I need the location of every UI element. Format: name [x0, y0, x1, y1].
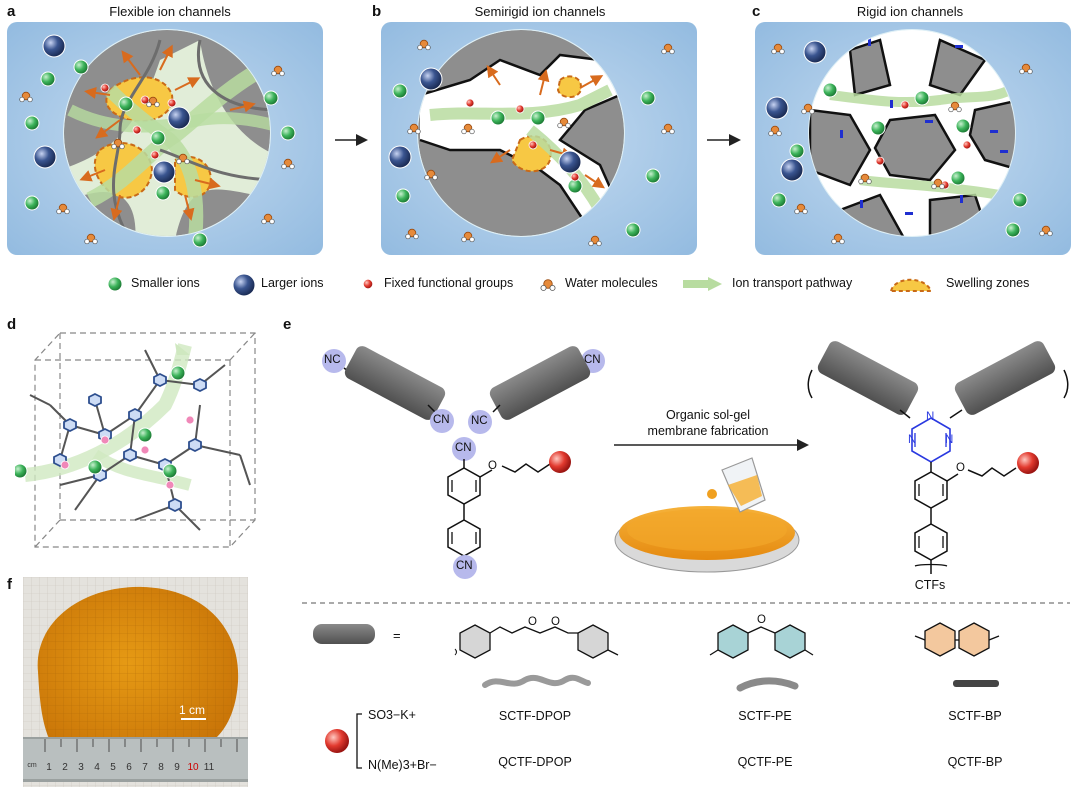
linker-bar-icon [313, 624, 375, 644]
functional-group-icon [325, 729, 349, 753]
pe-ether-o: O [757, 614, 766, 626]
sctf-pe-label: SCTF-PE [738, 709, 792, 723]
panel-label-e: e [283, 316, 292, 333]
legend-water-label: Water molecules [565, 276, 658, 290]
ruler-number: 6 [126, 762, 132, 773]
equals-sign: = [393, 628, 401, 643]
linker-bp-structure [914, 622, 1000, 657]
membrane-photo-svg [23, 577, 248, 787]
nc-label-1: NC [324, 354, 341, 366]
ether-o-label-1: O [488, 460, 497, 472]
dpop-ether-o-1: O [528, 616, 537, 628]
process-label-2: membrane fabrication [647, 424, 769, 438]
linker-dpop-structure [454, 624, 619, 659]
panel-d-network [15, 332, 256, 548]
dpop-ether-o-2: O [551, 616, 560, 628]
legend-swelling-icon [889, 278, 933, 292]
legend-smaller-ion-icon [107, 276, 123, 292]
panel-title-b: Semirigid ion channels [474, 4, 606, 19]
triazine-n-top: N [926, 411, 935, 423]
linker-pe-structure [709, 624, 814, 659]
panel-label-d: d [7, 316, 17, 333]
cn-label-1: CN [584, 354, 601, 366]
legend-pathway-label: Ion transport pathway [732, 276, 853, 290]
scale-bar-label: 1 cm [179, 703, 206, 717]
pe-shape-icon [736, 677, 799, 692]
cn-label-2: CN [433, 414, 450, 426]
ctfs-label: CTFs [914, 578, 946, 592]
qctf-pe-label: QCTF-PE [737, 755, 793, 769]
legend-icons [107, 273, 933, 297]
qctf-bp-label: QCTF-BP [947, 755, 1003, 769]
cn-label-4: CN [456, 560, 473, 572]
process-label-1: Organic sol-gel [665, 408, 751, 422]
ruler-unit: cm [27, 762, 37, 769]
ruler-number: 2 [62, 762, 68, 773]
sctf-dpop-label: SCTF-DPOP [498, 709, 572, 723]
ruler-number: 5 [110, 762, 116, 773]
nc-label-2: NC [471, 415, 488, 427]
panel-label-f: f [7, 576, 12, 593]
ruler-number: 10 [187, 762, 199, 773]
monomer-structure [322, 346, 605, 579]
panel-label-b: b [372, 3, 382, 20]
ruler-number: 11 [203, 762, 215, 773]
qctf-dpop-label: QCTF-DPOP [498, 755, 572, 769]
panel-c-rigid [755, 22, 1071, 255]
petri-dish-illustration [614, 457, 800, 573]
membrane-photo: 1 cm cm 1 2 3 4 5 6 7 8 9 10 11 [23, 577, 248, 787]
legend-larger-ion-icon [232, 273, 256, 297]
ammonium-label: N(Me)3+Br− [368, 758, 437, 772]
panel-a-flexible [7, 22, 323, 255]
legend-larger-ions-label: Larger ions [261, 276, 324, 290]
ether-o-label-2: O [956, 462, 965, 474]
legend-fixed-groups-label: Fixed functional groups [384, 276, 514, 290]
panel-label-c: c [752, 3, 761, 20]
ruler-number: 8 [158, 762, 164, 773]
ruler-number: 1 [46, 762, 52, 773]
legend-smaller-ions-label: Smaller ions [131, 276, 200, 290]
triazine-n-left: N [908, 434, 917, 446]
panel-b-semirigid [381, 22, 697, 255]
dpop-shape-icon [482, 674, 591, 688]
bp-shape-icon [953, 680, 999, 687]
ctf-product-structure [807, 341, 1069, 574]
ruler-number: 7 [142, 762, 148, 773]
ruler-number: 4 [94, 762, 100, 773]
ruler-numbers: cm 1 2 3 4 5 6 7 8 9 10 11 [23, 762, 248, 776]
legend-swelling-label: Swelling zones [946, 276, 1030, 290]
sulfonate-label: SO3−K+ [368, 708, 416, 722]
legend-fixed-group-icon [362, 278, 374, 290]
ruler-number: 3 [78, 762, 84, 773]
panel-title-a: Flexible ion channels [109, 4, 231, 19]
triazine-n-right: N [945, 434, 954, 446]
legend-water-icon [540, 279, 556, 291]
channel-panels-svg [7, 22, 1071, 297]
panel-label-a: a [7, 3, 16, 20]
panel-title-c: Rigid ion channels [856, 4, 964, 19]
cn-label-3: CN [455, 442, 472, 454]
sctf-bp-label: SCTF-BP [948, 709, 1002, 723]
ruler-number: 9 [174, 762, 180, 773]
